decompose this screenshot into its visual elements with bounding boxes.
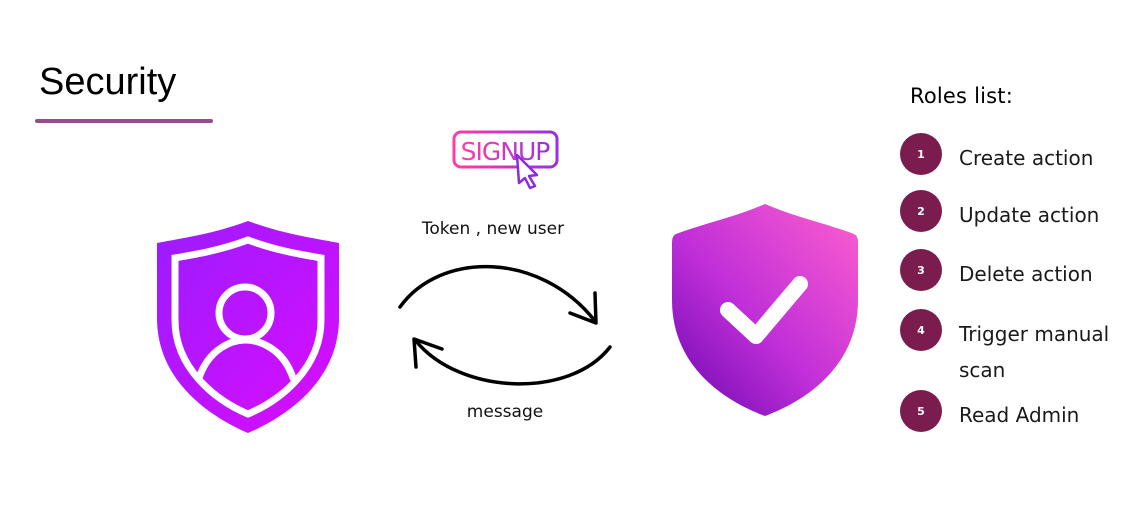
role-number-badge: 5 [900, 390, 942, 432]
role-label: Read Admin [959, 403, 1080, 427]
role-number-badge: 4 [900, 309, 942, 351]
role-label: Delete action [959, 262, 1093, 286]
user-shield-icon [157, 221, 339, 433]
role-label: Trigger manual scan [959, 322, 1110, 382]
role-number-badge: 1 [900, 133, 942, 175]
role-item-delete-action: 3 Delete action [900, 249, 1130, 291]
flow-top-label: Token , new user [421, 219, 565, 239]
role-item-create-action: 1 Create action [900, 133, 1130, 175]
role-item-read-admin: 5 Read Admin [900, 390, 1130, 432]
role-item-update-action: 2 Update action [900, 190, 1130, 232]
signup-logo: SIGNUP [452, 130, 559, 190]
signup-logo-text: SIGNUP [461, 137, 551, 166]
role-label: Update action [959, 203, 1100, 227]
title-underline [35, 119, 213, 123]
role-number-badge: 3 [900, 249, 942, 291]
flow-bottom-label: message [466, 402, 544, 422]
role-item-trigger-manual-scan: 4 Trigger manual scan [900, 309, 1130, 382]
cursor-icon [515, 153, 539, 190]
roles-heading: Roles list: [910, 84, 1013, 108]
check-shield-icon [672, 204, 858, 416]
role-number-badge: 2 [900, 190, 942, 232]
arrow-right [398, 264, 597, 323]
exchange-arrows-icon [398, 264, 612, 386]
page-title: Security [39, 61, 177, 103]
arrow-left [414, 339, 612, 386]
role-label: Create action [959, 146, 1094, 170]
